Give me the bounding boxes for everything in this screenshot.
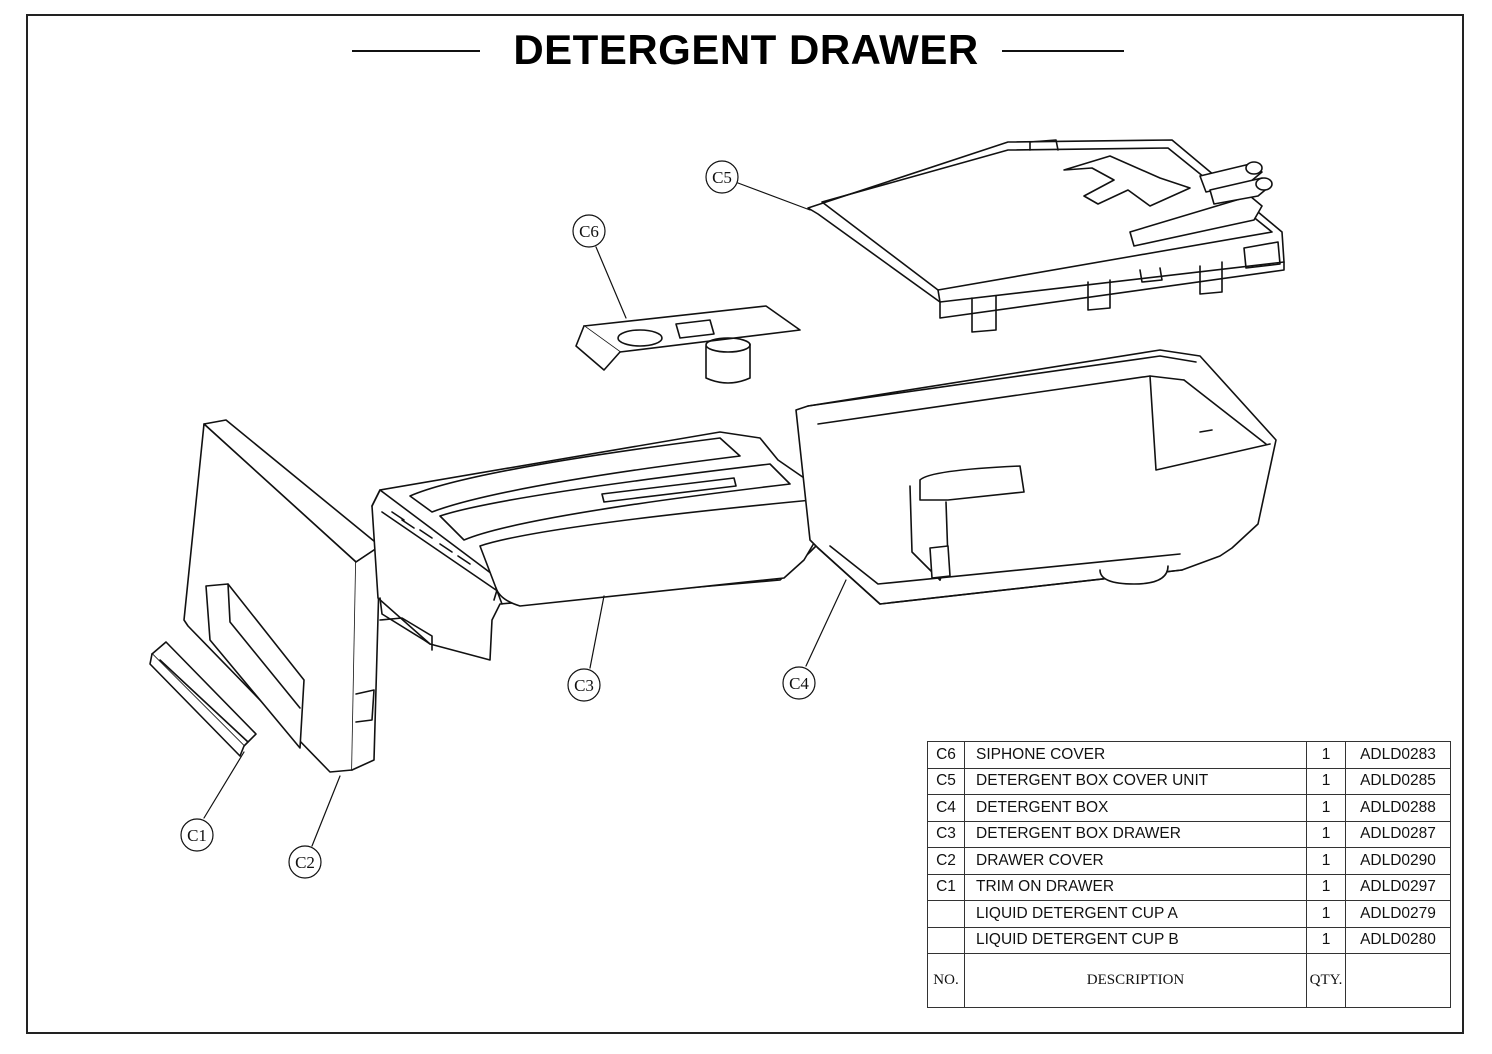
- table-row: C3 DETERGENT BOX DRAWER 1 ADLD0287: [927, 820, 1451, 848]
- leader-c4: [805, 579, 847, 667]
- callout-c4: C4: [782, 666, 816, 700]
- part-qty: 1: [1306, 847, 1346, 875]
- callout-c6: C6: [572, 214, 606, 248]
- part-description: DETERGENT BOX DRAWER: [964, 820, 1307, 848]
- leader-c3: [589, 595, 605, 669]
- header-no: NO.: [927, 953, 965, 1008]
- table-header-row: NO. DESCRIPTION QTY.: [927, 953, 1451, 1008]
- header-code: [1345, 953, 1451, 1008]
- part-description: LIQUID DETERGENT CUP B: [964, 926, 1307, 954]
- callout-c1: C1: [180, 818, 214, 852]
- part-siphone-cover: [575, 305, 801, 384]
- drawing-title: DETERGENT DRAWER: [513, 26, 979, 73]
- part-no: C1: [927, 873, 965, 901]
- title-rule-left: [352, 50, 480, 52]
- part-code: ADLD0279: [1345, 900, 1451, 928]
- part-code: ADLD0290: [1345, 847, 1451, 875]
- callout-c2: C2: [288, 845, 322, 879]
- callout-c4-label: C4: [789, 674, 809, 693]
- part-code: ADLD0285: [1345, 767, 1451, 795]
- leader-c6: [595, 246, 627, 319]
- part-code: ADLD0287: [1345, 820, 1451, 848]
- callout-c3-label: C3: [574, 676, 594, 695]
- part-no: C2: [927, 847, 965, 875]
- part-detergent-box-cover-unit: [807, 139, 1285, 333]
- callout-c3: C3: [567, 668, 601, 702]
- part-qty: 1: [1306, 926, 1346, 954]
- part-description: DETERGENT BOX COVER UNIT: [964, 767, 1307, 795]
- table-row: C4 DETERGENT BOX 1 ADLD0288: [927, 794, 1451, 822]
- table-row: C2 DRAWER COVER 1 ADLD0290: [927, 847, 1451, 875]
- callout-c1-label: C1: [187, 826, 207, 845]
- part-description: SIPHONE COVER: [964, 741, 1307, 769]
- part-no: C6: [927, 741, 965, 769]
- callout-c5: C5: [705, 160, 739, 194]
- part-no: C3: [927, 820, 965, 848]
- part-no: [927, 926, 965, 954]
- part-drawer-cover: [183, 419, 381, 773]
- leader-c5: [737, 182, 811, 211]
- part-no: [927, 900, 965, 928]
- callout-c5-label: C5: [712, 168, 732, 187]
- part-qty: 1: [1306, 767, 1346, 795]
- part-trim-on-drawer: [149, 641, 257, 757]
- part-no: C4: [927, 794, 965, 822]
- part-qty: 1: [1306, 741, 1346, 769]
- part-description: LIQUID DETERGENT CUP A: [964, 900, 1307, 928]
- part-qty: 1: [1306, 900, 1346, 928]
- part-description: TRIM ON DRAWER: [964, 873, 1307, 901]
- table-row: LIQUID DETERGENT CUP B 1 ADLD0280: [927, 926, 1451, 954]
- callout-c6-label: C6: [579, 222, 599, 241]
- part-detergent-box-drawer: [371, 431, 847, 661]
- part-qty: 1: [1306, 794, 1346, 822]
- callout-c2-label: C2: [295, 853, 315, 872]
- header-description: DESCRIPTION: [964, 953, 1307, 1008]
- part-code: ADLD0280: [1345, 926, 1451, 954]
- drawing-frame: [26, 14, 1464, 1034]
- table-row: LIQUID DETERGENT CUP A 1 ADLD0279: [927, 900, 1451, 928]
- leader-c2: [311, 775, 341, 847]
- table-row: C5 DETERGENT BOX COVER UNIT 1 ADLD0285: [927, 767, 1451, 795]
- leader-c1: [203, 751, 245, 819]
- part-code: ADLD0297: [1345, 873, 1451, 901]
- part-code: ADLD0288: [1345, 794, 1451, 822]
- table-row: C1 TRIM ON DRAWER 1 ADLD0297: [927, 873, 1451, 901]
- parts-list-table: C6 SIPHONE COVER 1 ADLD0283 C5 DETERGENT…: [927, 741, 1451, 1008]
- part-description: DETERGENT BOX: [964, 794, 1307, 822]
- part-qty: 1: [1306, 873, 1346, 901]
- part-no: C5: [927, 767, 965, 795]
- table-row: C6 SIPHONE COVER 1 ADLD0283: [927, 741, 1451, 769]
- leader-lines: [203, 182, 847, 847]
- part-qty: 1: [1306, 820, 1346, 848]
- part-description: DRAWER COVER: [964, 847, 1307, 875]
- header-qty: QTY.: [1306, 953, 1346, 1008]
- title-rule-right: [1002, 50, 1124, 52]
- part-code: ADLD0283: [1345, 741, 1451, 769]
- part-detergent-box: [795, 349, 1277, 605]
